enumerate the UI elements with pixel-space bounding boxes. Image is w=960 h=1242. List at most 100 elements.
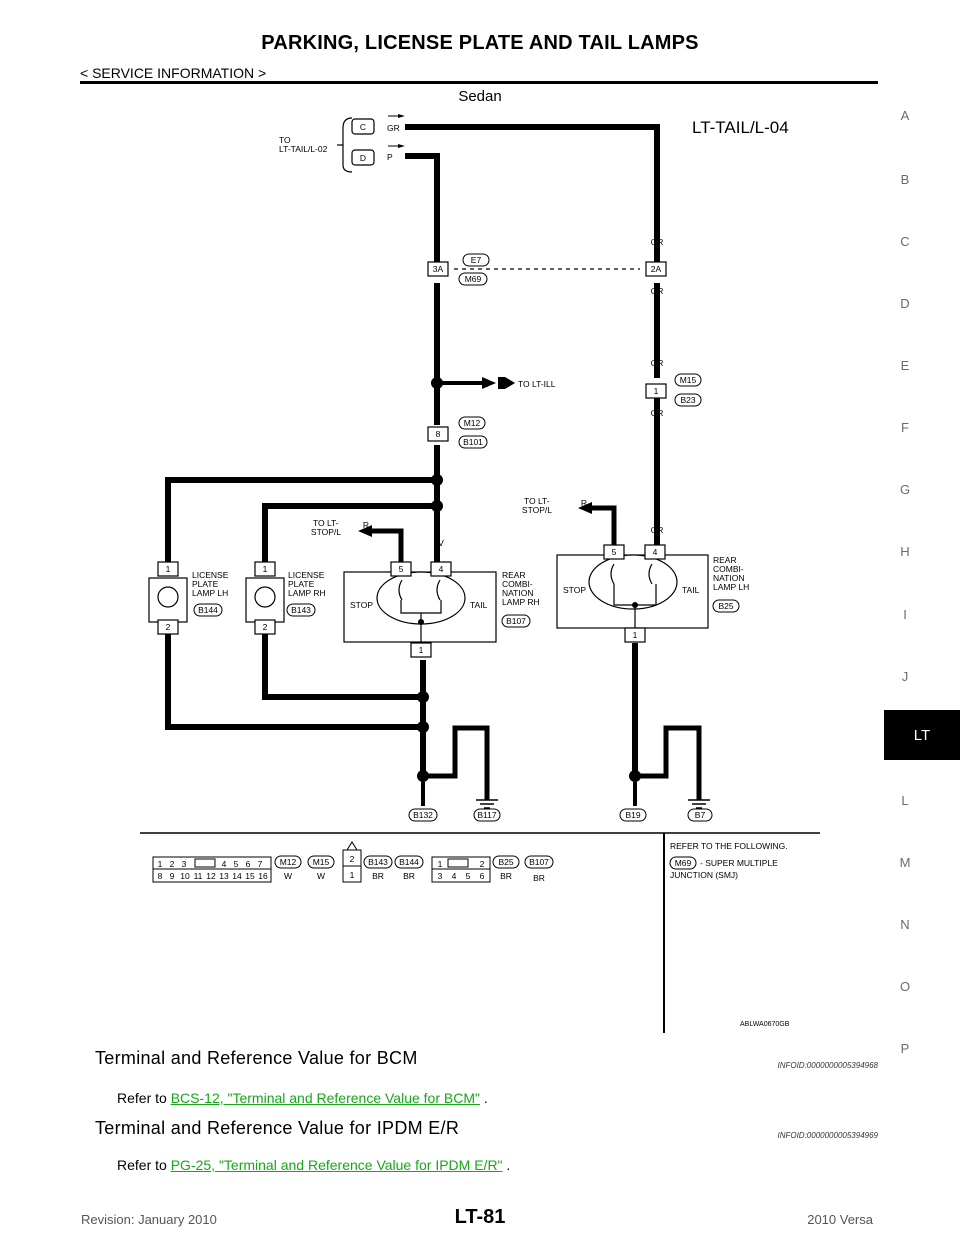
- face-pin: 10: [180, 871, 190, 881]
- label-b-g4: B: [632, 750, 638, 760]
- label-tail-lh: TAIL: [682, 585, 700, 595]
- label-v-rear: V: [438, 538, 444, 548]
- label-v-rh: V: [262, 536, 268, 546]
- pin-1-rear-lh: 1: [633, 630, 638, 640]
- face-pin: 9: [170, 871, 175, 881]
- face-pin: 6: [480, 871, 485, 881]
- label-3a: 3A: [433, 264, 444, 274]
- face-pin: 2: [170, 859, 175, 869]
- label-b19: B19: [625, 810, 640, 820]
- label-bot-b107: B107: [529, 857, 549, 867]
- side-index-h[interactable]: H: [900, 544, 910, 559]
- face-pin: 1: [158, 859, 163, 869]
- side-index-e[interactable]: E: [900, 358, 910, 373]
- side-index-a[interactable]: A: [900, 108, 910, 123]
- face-pin: 14: [232, 871, 242, 881]
- label-e7: E7: [471, 255, 482, 265]
- label-gr-3: GR: [651, 358, 664, 368]
- label-b144: B144: [198, 605, 218, 615]
- label-b23: B23: [680, 395, 695, 405]
- face-pin: 4: [222, 859, 227, 869]
- label-bot-m12: M12: [280, 857, 297, 867]
- label-v-lh: V: [165, 536, 171, 546]
- label-b101: B101: [463, 437, 483, 447]
- footer-revision: Revision: January 2010: [81, 1212, 217, 1227]
- side-index-l[interactable]: L: [901, 793, 909, 808]
- label-p-top: P: [387, 152, 393, 162]
- label-r-stop-rh: R: [363, 520, 369, 530]
- label-v-1: V: [434, 449, 440, 459]
- label-m12: M12: [464, 418, 481, 428]
- face-pin: 6: [246, 859, 251, 869]
- label-bot-b25: B25: [498, 857, 513, 867]
- label-bot-w1: W: [284, 871, 292, 881]
- label-b25: B25: [718, 601, 733, 611]
- smj-note: - SUPER MULTIPLE JUNCTION (SMJ): [670, 858, 780, 880]
- face-pin: 1: [438, 859, 443, 869]
- side-index-lt-active[interactable]: LT: [884, 710, 960, 760]
- label-tail-rh: TAIL: [470, 600, 488, 610]
- label-diagram-id: LT-TAIL/L-04: [692, 118, 789, 137]
- label-bot-br3: BR: [500, 871, 512, 881]
- side-index-d[interactable]: D: [900, 296, 910, 311]
- label-to-stop-lh: TO LT- STOP/L: [522, 496, 552, 515]
- side-index-i[interactable]: I: [903, 607, 907, 622]
- refer-prefix: Refer to: [117, 1157, 171, 1173]
- side-index-g[interactable]: G: [899, 482, 911, 497]
- label-ref-m69: M69: [675, 858, 692, 868]
- label-p-ill: P: [486, 379, 492, 389]
- ipdm-reference-link[interactable]: PG-25, "Terminal and Reference Value for…: [170, 1157, 503, 1173]
- label-bot-m15: M15: [313, 857, 330, 867]
- label-m69: M69: [465, 274, 482, 284]
- pin-4-rear-lh: 4: [653, 547, 658, 557]
- face-pin: 2: [350, 854, 355, 864]
- side-index-j[interactable]: J: [901, 669, 909, 684]
- section-title-ipdm: Terminal and Reference Value for IPDM E/…: [95, 1118, 460, 1138]
- figure-code: ABLWA0670GB: [740, 1021, 790, 1028]
- face-pin: 3: [182, 859, 187, 869]
- infoid-bcm: INFOID:0000000005394968: [777, 1061, 878, 1070]
- face-pin: 7: [258, 859, 263, 869]
- label-r-rh: R: [398, 538, 404, 548]
- label-b107: B107: [506, 616, 526, 626]
- label-b-rear-rh: B: [420, 666, 426, 676]
- label-b7: B7: [695, 810, 706, 820]
- face-pin: 8: [158, 871, 163, 881]
- side-index-n[interactable]: N: [900, 917, 910, 932]
- label-b-g1: B: [420, 734, 426, 744]
- side-index-f[interactable]: F: [901, 420, 909, 435]
- refer-ipdm: Refer to PG-25, "Terminal and Reference …: [117, 1157, 510, 1173]
- side-index-o[interactable]: O: [899, 979, 911, 994]
- face-pin: 5: [466, 871, 471, 881]
- label-gr-4: GR: [651, 408, 664, 418]
- label-ref-d: D: [360, 153, 366, 163]
- face-pin: 16: [258, 871, 268, 881]
- label-p-2: P: [434, 286, 440, 296]
- label-r-lh: R: [611, 525, 617, 535]
- label-b-lh: B: [165, 645, 171, 655]
- face-pin: 2: [480, 859, 485, 869]
- label-2a: 2A: [651, 264, 662, 274]
- bcm-reference-link[interactable]: BCS-12, "Terminal and Reference Value fo…: [170, 1090, 480, 1106]
- label-b-g3: B: [484, 750, 490, 760]
- label-bot-b144: B144: [399, 857, 419, 867]
- side-index-b[interactable]: B: [900, 172, 910, 187]
- pin-1-rear-rh: 1: [419, 645, 424, 655]
- label-to-stop-rh: TO LT- STOP/L: [311, 518, 341, 537]
- label-to-ref: TO LT-TAIL/L-02: [279, 135, 328, 154]
- label-b143: B143: [291, 605, 311, 615]
- label-gr-2: GR: [651, 286, 664, 296]
- face-pin: 1: [350, 870, 355, 880]
- label-b-rh: B: [262, 645, 268, 655]
- side-index-m[interactable]: M: [899, 855, 911, 870]
- face-pin: 3: [438, 871, 443, 881]
- label-bot-br4: BR: [533, 873, 545, 883]
- label-ref-c: C: [360, 122, 366, 132]
- pin-1-lh: 1: [166, 564, 171, 574]
- label-b-g6: B: [696, 750, 702, 760]
- side-index-p[interactable]: P: [900, 1041, 910, 1056]
- label-bot-b143: B143: [368, 857, 388, 867]
- pin-4-rear-rh: 4: [439, 564, 444, 574]
- side-index-c[interactable]: C: [900, 234, 910, 249]
